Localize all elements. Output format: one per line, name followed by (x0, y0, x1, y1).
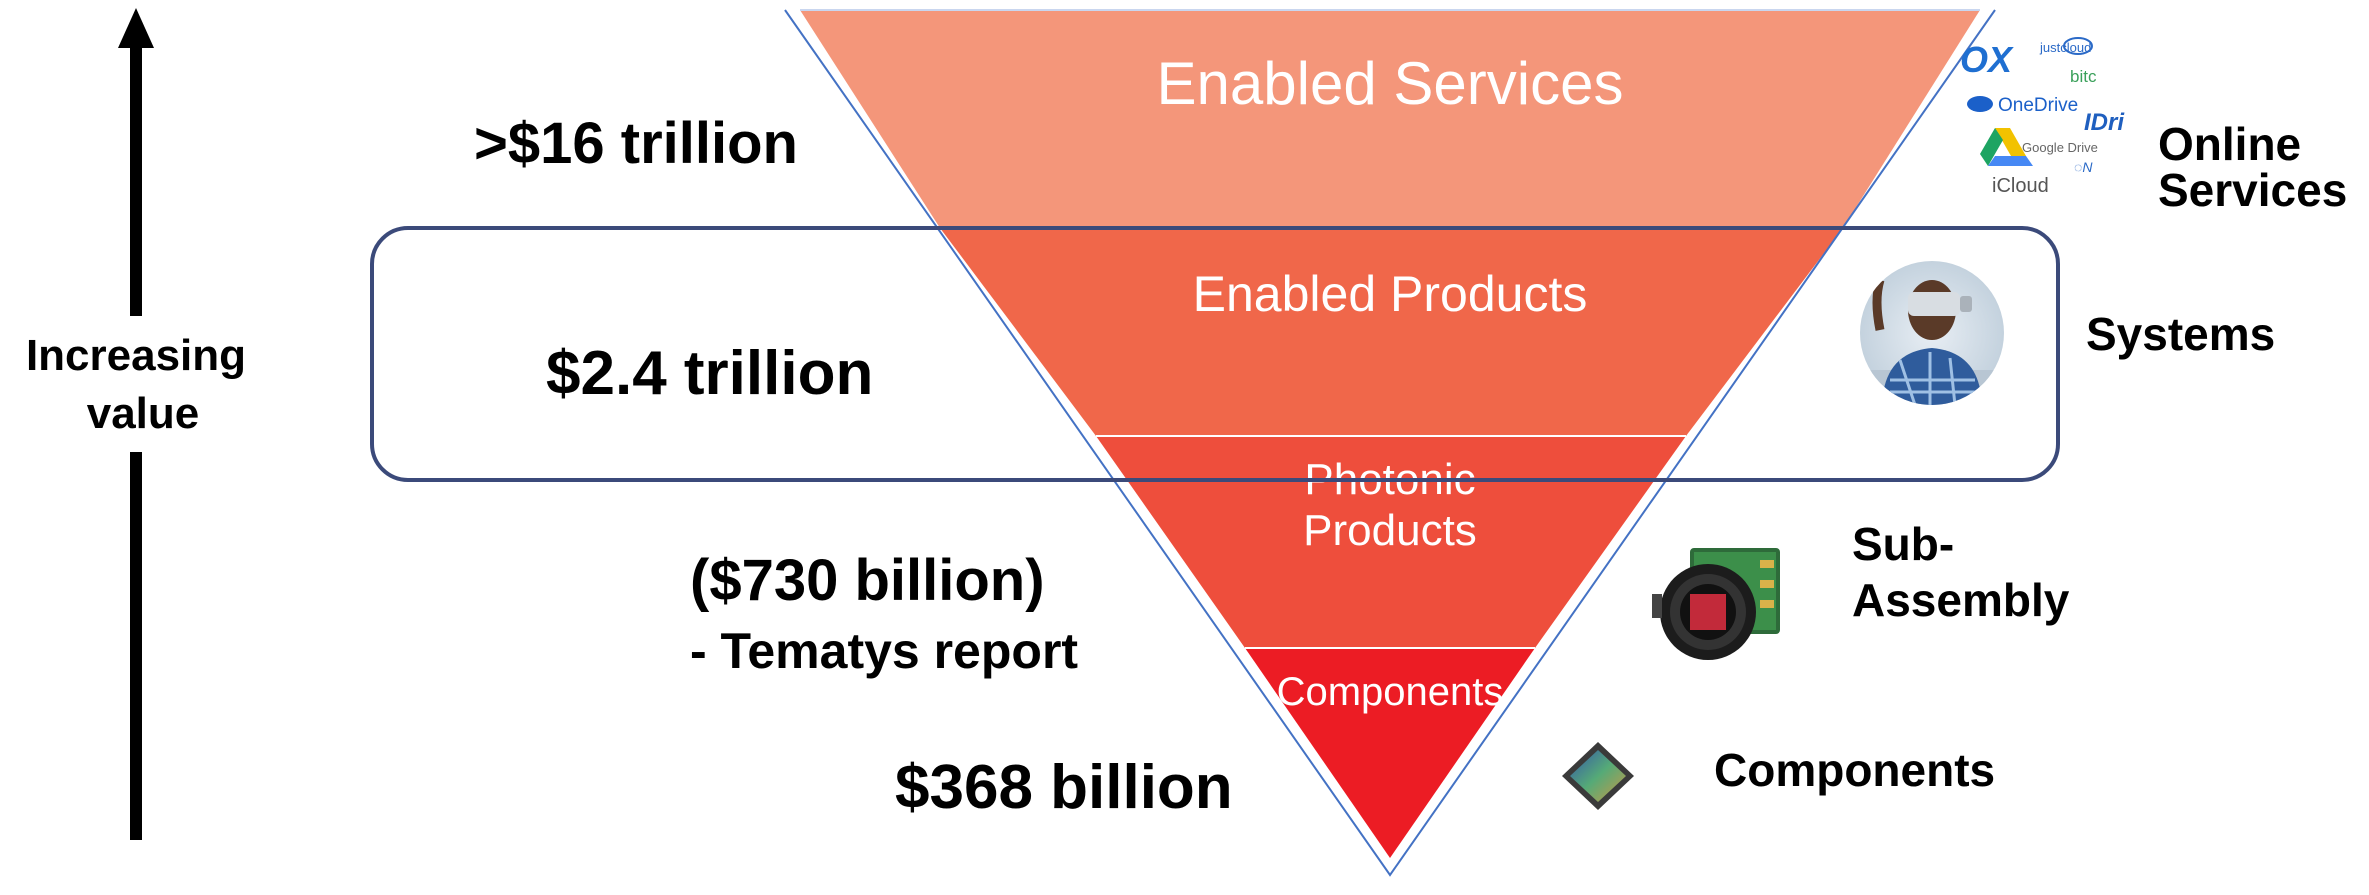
arrow-shaft-upper (130, 46, 142, 316)
box-logo-icon: OX (1960, 39, 2014, 80)
increasing-value-arrow: Increasing value (26, 8, 246, 840)
funnel-label-photonic-line2: Products (1303, 506, 1477, 555)
online-services-logos: OX justcloud bitc OneDrive IDri Google D… (1960, 37, 2125, 197)
category-sub-line2: Assembly (1852, 574, 2070, 626)
idrive-logo-icon: IDri (2084, 109, 2125, 136)
category-sub-line1: Sub- (1852, 518, 1954, 570)
spideroak-logo-icon: ◌N (2074, 159, 2093, 175)
funnel-label-components: Components (1277, 670, 1504, 714)
funnel-outline (784, 9, 1996, 877)
category-components: Components (1714, 744, 1995, 796)
value-photonic: ($730 billion) (690, 548, 1045, 613)
arrow-head-icon (118, 8, 154, 48)
vr-person-avatar (1860, 261, 2004, 405)
onedrive-logo-icon: OneDrive (1998, 95, 2078, 116)
value-components: $368 billion (895, 753, 1233, 822)
value-services: >$16 trillion (474, 111, 798, 176)
systems-highlight-box (370, 226, 2060, 482)
axis-label-line2: value (87, 389, 200, 438)
googledrive-logo-icon: Google Drive (2022, 140, 2098, 155)
funnel (784, 9, 1996, 877)
funnel-label-services: Enabled Services (1157, 50, 1624, 117)
funnel-layer-services (800, 10, 1980, 228)
funnel-layer-photonic (1096, 436, 1686, 648)
value-photonic-source: - Tematys report (690, 623, 1078, 679)
bitcasa-logo-icon: bitc (2070, 67, 2097, 86)
arrow-shaft-lower (130, 452, 142, 840)
funnel-layer-products (940, 228, 1843, 436)
funnel-layer-components (1245, 648, 1535, 858)
camera-module-icon (1652, 548, 1780, 660)
category-online-line2: Services (2158, 164, 2347, 216)
category-online-line1: Online (2158, 118, 2301, 170)
funnel-label-products: Enabled Products (1193, 266, 1588, 322)
icloud-logo-icon: iCloud (1992, 175, 2049, 197)
image-sensor-chip-icon (1562, 742, 1634, 810)
category-systems: Systems (2086, 308, 2275, 360)
axis-label-line1: Increasing (26, 331, 246, 380)
google-drive-icon (1980, 128, 2033, 166)
value-products: $2.4 trillion (546, 339, 873, 408)
vr-headset-icon (1908, 292, 1960, 316)
onedrive-cloud-icon (1967, 96, 1993, 112)
